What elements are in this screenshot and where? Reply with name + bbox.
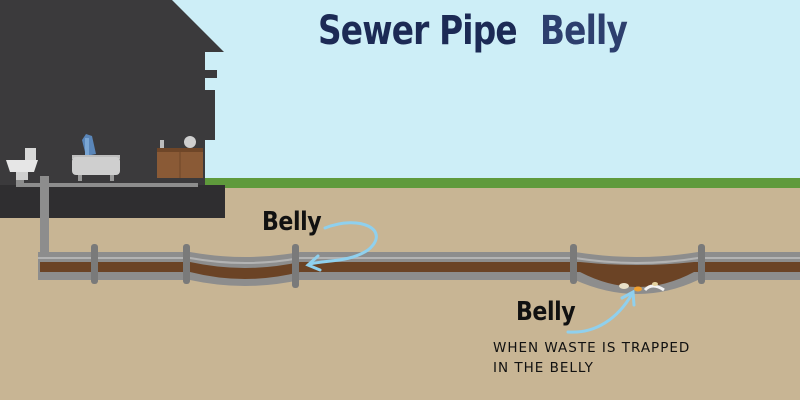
title-part-1: Sewer Pipe [318,8,518,54]
belly-label-bottom: Belly [516,297,576,327]
belly-label-top: Belly [262,207,322,237]
caption-line-2: IN THE BELLY [493,360,594,376]
toilet-icon [6,148,38,180]
curved-arrow-icon [305,221,378,272]
waste-flow [40,262,800,287]
bathtub-icon [72,134,120,181]
page-title: Sewer Pipe Belly [318,8,647,54]
grass-strip [0,178,800,188]
indoor-drain-lines [16,176,198,260]
title-part-2: Belly [540,8,628,54]
curved-arrow-icon [566,289,636,334]
ground [0,184,800,400]
trapped-waste [619,282,665,292]
sewer-pipe [38,244,800,294]
caption: WHEN WASTE IS TRAPPED IN THE BELLY [493,338,690,378]
vanity-sink-icon [157,136,203,178]
caption-line-1: WHEN WASTE IS TRAPPED [493,340,691,356]
